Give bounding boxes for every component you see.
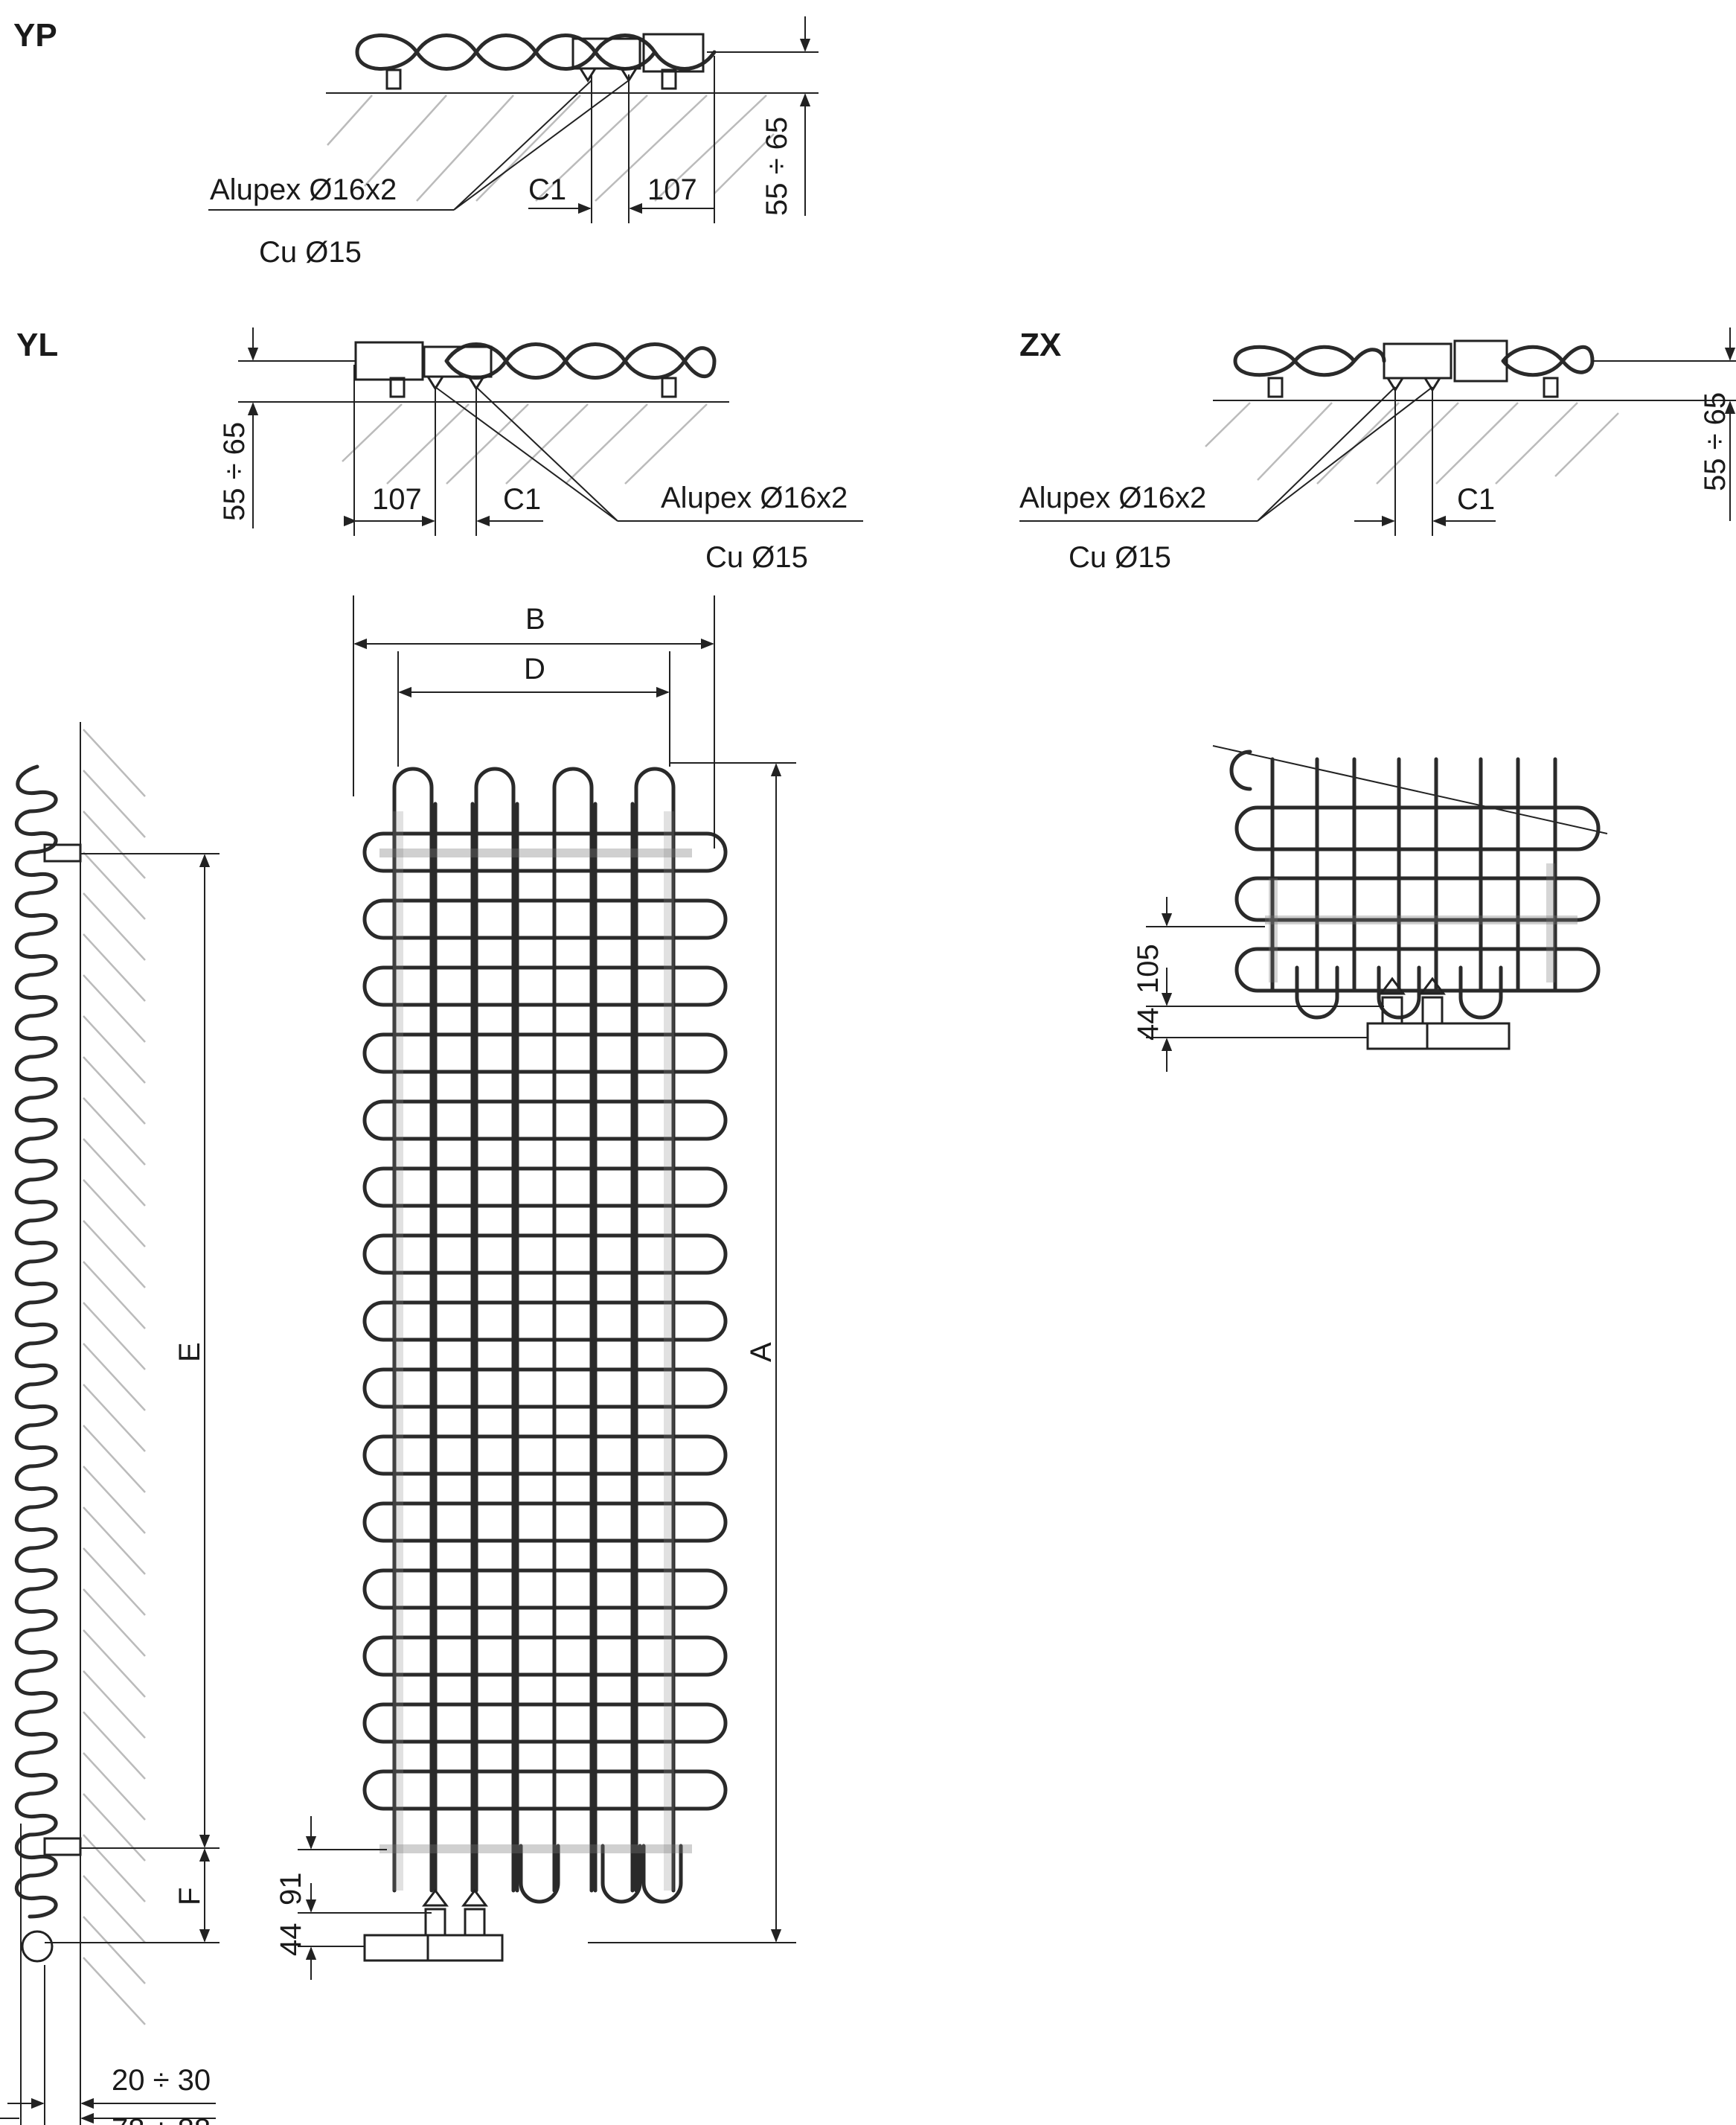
dim-a-label: A	[745, 1342, 778, 1362]
yl-depth-label: 55 ÷ 65	[218, 422, 251, 521]
yp-dimensions: 55 ÷ 65 C1 107 Alupex Ø16x2 Cu Ø15	[208, 16, 819, 269]
yp-c1-label: C1	[528, 173, 566, 206]
zx-alupex-label: Alupex Ø16x2	[1019, 482, 1206, 514]
zx-dimensions: 55 ÷ 65 C1 Alupex Ø16x2 Cu Ø15	[1019, 327, 1736, 574]
dim-d-label: D	[524, 653, 545, 686]
yl-wall-hatch	[253, 401, 729, 485]
yl-radiator-coil	[354, 341, 717, 398]
yl-107-label: 107	[372, 483, 422, 516]
yp-view: YP 55 ÷ 65	[13, 16, 819, 269]
detail-valve	[1366, 977, 1511, 1050]
yl-alupex-label: Alupex Ø16x2	[661, 482, 848, 514]
dim-e-label: E	[173, 1342, 206, 1362]
dim-44-detail-label: 44	[1132, 1008, 1165, 1041]
side-valve	[21, 1930, 54, 1963]
dim-20-30-label: 20 ÷ 30	[112, 2064, 211, 2097]
zx-radiator-coil	[1233, 339, 1595, 398]
zx-detail-view: 105 44	[1132, 745, 1608, 1072]
dim-b-label: B	[525, 603, 545, 636]
front-dimensions: B D A 91 44	[275, 595, 796, 1980]
dim-44-label: 44	[275, 1923, 307, 1957]
yl-view: YL 55 ÷ 65	[16, 327, 863, 574]
side-bottom-bracket	[43, 1837, 82, 1856]
front-radiator-weave	[362, 767, 728, 1904]
zx-cu-label: Cu Ø15	[1069, 541, 1171, 574]
yl-c1-label: C1	[503, 483, 541, 516]
yl-cu-label: Cu Ø15	[705, 541, 808, 574]
yp-radiator-coil	[355, 33, 717, 90]
yp-depth-label: 55 ÷ 65	[760, 117, 793, 216]
zx-depth-label: 55 ÷ 65	[1699, 392, 1732, 491]
detail-break-line	[1212, 745, 1608, 834]
zx-title: ZX	[1019, 327, 1061, 363]
detail-radiator-weave	[1229, 750, 1601, 1020]
front-view: B D A 91 44	[275, 595, 796, 1980]
side-dimensions: E F 20 ÷ 30 78 ÷ 88	[0, 853, 220, 2125]
dim-f-label: F	[173, 1888, 206, 1905]
yl-dimensions: 55 ÷ 65 107 C1 Alupex Ø16x2 Cu Ø15	[218, 327, 863, 574]
zx-wall-hatch	[1205, 400, 1619, 485]
zx-c1-label: C1	[1457, 483, 1495, 516]
detail-dimensions: 105 44	[1132, 897, 1384, 1072]
side-view: E F 20 ÷ 30 78 ÷ 88	[0, 722, 220, 2125]
dim-105-label: 105	[1132, 944, 1165, 994]
front-valve	[363, 1888, 504, 1962]
yl-title: YL	[16, 327, 58, 363]
yp-alupex-label: Alupex Ø16x2	[210, 173, 397, 206]
yp-title: YP	[13, 17, 57, 54]
yp-cu-label: Cu Ø15	[259, 236, 362, 269]
dim-91-label: 91	[275, 1873, 307, 1906]
side-radiator-profile	[15, 764, 58, 1919]
side-wall-hatch	[80, 722, 146, 2025]
yp-107-label: 107	[647, 173, 697, 206]
dim-78-88-label: 78 ÷ 88	[112, 2113, 211, 2125]
zx-view: ZX 55 ÷ 65	[1019, 327, 1736, 574]
